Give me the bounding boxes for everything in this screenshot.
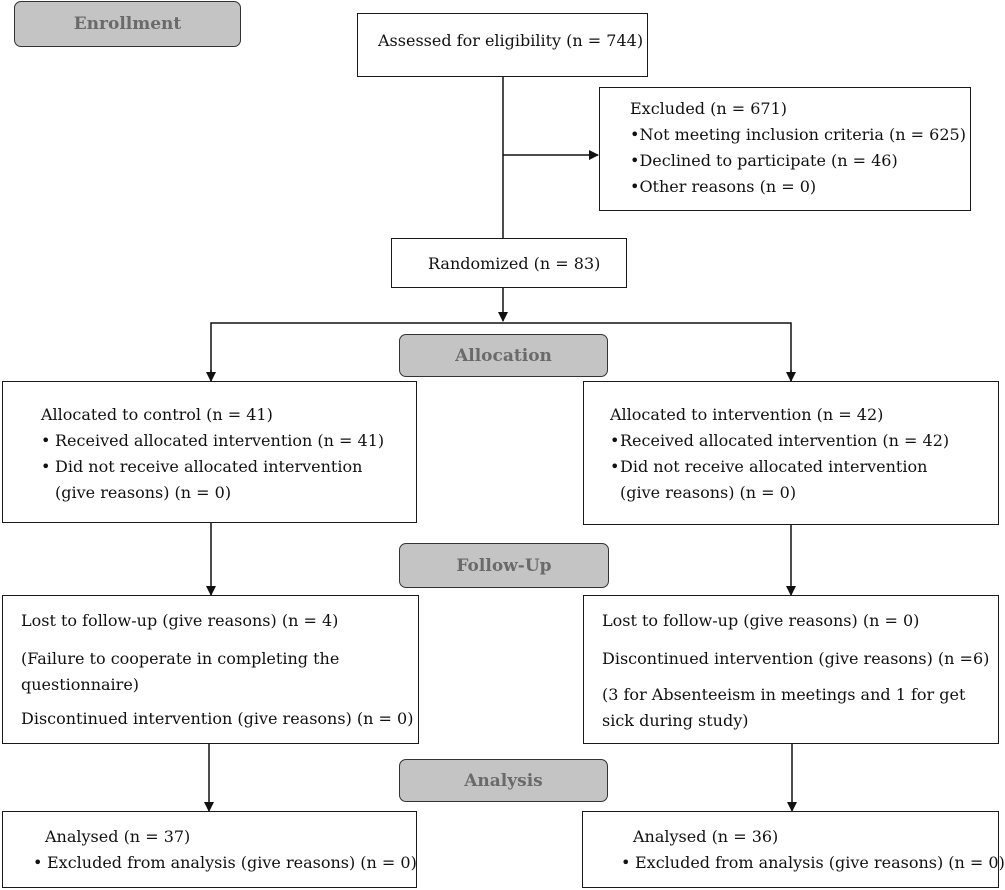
analysis-control-box: Analysed (n = 37) • Excluded from analys… (2, 811, 417, 888)
allocation-intervention-item: • (610, 431, 620, 450)
analysis-intervention-box: Analysed (n = 36) • Excluded from analys… (582, 811, 1005, 888)
allocation-intervention-item: Received allocated intervention (n = 42) (620, 431, 950, 450)
excluded-box: Excluded (n = 671) •Not meeting inclusio… (599, 87, 971, 211)
allocation-control-title: Allocated to control (n = 41) (41, 405, 273, 424)
allocation-intervention-box: Allocated to intervention (n = 42) • Rec… (583, 381, 999, 525)
allocation-control-item: Received allocated intervention (n = 41) (55, 431, 385, 450)
analysis-control-title: Analysed (n = 37) (45, 827, 191, 846)
analysis-control-item: • (33, 853, 43, 872)
allocation-control-item: Did not receive allocated intervention (… (55, 457, 363, 502)
followup-intervention-discontinued: Discontinued intervention (give reasons)… (602, 649, 990, 668)
followup-control-discontinued: Discontinued intervention (give reasons)… (21, 709, 414, 728)
analysis-intervention-item: Excluded from analysis (give reasons) (n… (635, 853, 1005, 872)
allocation-control-item: • (41, 457, 51, 476)
followup-intervention-lost: Lost to follow-up (give reasons) (n = 0) (602, 611, 920, 630)
allocation-intervention-title: Allocated to intervention (n = 42) (610, 405, 884, 424)
stage-allocation: Allocation (399, 334, 608, 377)
followup-intervention-box: Lost to follow-up (give reasons) (n = 0)… (583, 595, 999, 744)
stage-analysis: Analysis (399, 759, 608, 802)
followup-control-lost-reason: (Failure to cooperate in completing the … (21, 649, 340, 694)
excluded-item: •Not meeting inclusion criteria (n = 625… (630, 125, 966, 144)
allocation-intervention-item: Did not receive allocated intervention (… (620, 457, 928, 502)
stage-enrollment: Enrollment (14, 1, 241, 47)
allocation-control-box: Allocated to control (n = 41) • Received… (2, 381, 417, 523)
excluded-item: •Other reasons (n = 0) (630, 177, 817, 196)
excluded-title: Excluded (n = 671) (630, 99, 788, 118)
randomized-text: Randomized (n = 83) (428, 254, 601, 273)
followup-intervention-discontinued-reason: (3 for Absenteeism in meetings and 1 for… (602, 685, 966, 730)
followup-control-lost: Lost to follow-up (give reasons) (n = 4) (21, 611, 339, 630)
assessed-box: Assessed for eligibility (n = 744) (357, 13, 648, 77)
analysis-intervention-item: • (621, 853, 631, 872)
stage-follow-up: Follow-Up (399, 543, 609, 588)
randomized-box: Randomized (n = 83) (391, 238, 627, 288)
followup-control-box: Lost to follow-up (give reasons) (n = 4)… (2, 595, 419, 744)
analysis-intervention-title: Analysed (n = 36) (633, 827, 779, 846)
allocation-intervention-item: • (610, 457, 620, 476)
assessed-text: Assessed for eligibility (n = 744) (378, 31, 644, 50)
excluded-item: •Declined to participate (n = 46) (630, 151, 898, 170)
analysis-control-item: Excluded from analysis (give reasons) (n… (47, 853, 417, 872)
allocation-control-item: • (41, 431, 51, 450)
